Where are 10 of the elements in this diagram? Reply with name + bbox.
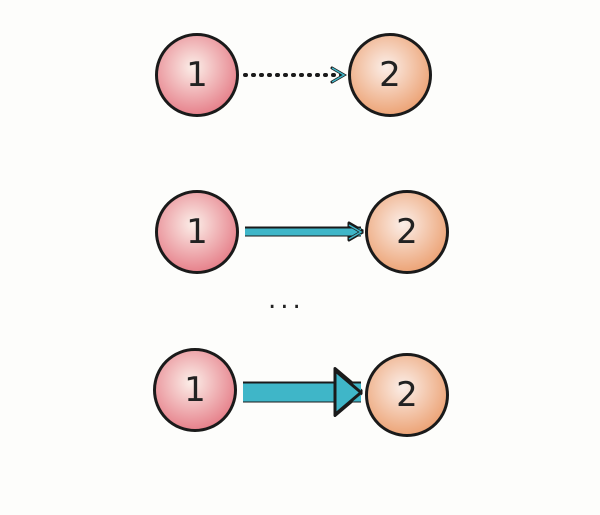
- node-number: 2: [379, 55, 401, 95]
- node-number: 1: [184, 370, 206, 410]
- node-number: 1: [186, 212, 208, 252]
- arrow: [243, 369, 362, 416]
- node-number: 1: [186, 55, 208, 95]
- arrow: [243, 66, 346, 84]
- node-number: 2: [396, 375, 418, 415]
- arrow: [245, 224, 362, 240]
- ellipsis-text: ...: [268, 285, 305, 315]
- node-number: 2: [396, 212, 418, 252]
